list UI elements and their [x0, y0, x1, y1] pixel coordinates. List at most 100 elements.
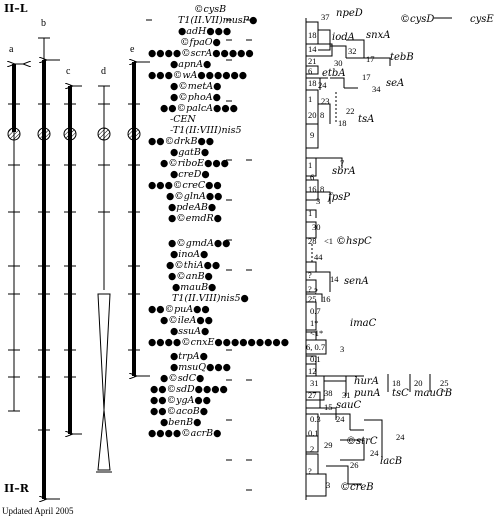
distance-label: 8: [320, 184, 325, 194]
gene-label: ©cysB: [194, 4, 227, 15]
distance-label: 8: [320, 110, 325, 120]
distance-label: 37: [321, 12, 330, 22]
distance-label: 15: [324, 402, 333, 412]
gene-label: ●©riboE●●●: [160, 158, 229, 169]
distance-label: 0.3: [310, 414, 321, 424]
column-label-d: d: [101, 66, 106, 77]
right-gene-label: punA: [354, 388, 381, 399]
gene-label: ●©metA●: [170, 81, 222, 92]
distance-label: 0.1: [308, 428, 319, 438]
distance-label: 38: [324, 388, 333, 398]
gene-label: ●●●●©cnxE●●●●●●●●●: [148, 337, 289, 348]
distance-label: 34: [372, 84, 381, 94]
distance-label: 20: [414, 378, 423, 388]
distance-label: 20: [308, 110, 317, 120]
top-arm-label: II–L: [4, 2, 28, 15]
column-label-a: a: [9, 44, 14, 55]
gene-label: ●msuQ●●●: [170, 362, 231, 373]
distance-label: 18: [338, 118, 347, 128]
distance-label: 16: [308, 184, 317, 194]
distance-label: 44: [314, 252, 323, 262]
distance-label: 24: [370, 448, 379, 458]
distance-label: 0.1: [310, 354, 321, 364]
column-label-e: e: [130, 44, 135, 55]
distance-label: <1*: [310, 328, 324, 338]
distance-label: <1: [324, 236, 334, 246]
chromosome-e: [127, 61, 146, 377]
distance-label: 7: [340, 158, 345, 168]
distance-label: 21: [308, 56, 317, 66]
gene-label: ●©glnA●●: [166, 191, 223, 202]
gene-label: ●●©puA●●: [148, 304, 210, 315]
distance-label: 24: [336, 414, 345, 424]
distance-label: 16: [322, 294, 331, 304]
chromosome-c: [63, 85, 80, 435]
distance-label: 22: [346, 106, 355, 116]
distance-label: 17: [366, 54, 375, 64]
right-gene-label: ©cysD: [400, 14, 435, 25]
right-gene-label: tsA: [358, 114, 375, 125]
distance-label: 29: [324, 440, 333, 450]
right-gene-label: ©strC: [346, 436, 378, 447]
bottom-arm-label: II–R: [4, 482, 29, 495]
distance-label: 1: [308, 208, 313, 218]
right-gene-label: senA: [344, 276, 369, 287]
distance-label: 2: [310, 444, 315, 454]
right-gene-label: iodA: [332, 32, 355, 43]
gene-label: ●benB●: [160, 417, 202, 428]
inversion-d: [97, 293, 111, 471]
distance-label: 25: [440, 378, 449, 388]
right-gene-label: imaC: [350, 318, 377, 329]
distance-label: 3: [340, 344, 345, 354]
gene-label: ●●●●©acrB●: [148, 428, 222, 439]
gene-label: ●©gmdA●●: [168, 238, 231, 249]
update-footer: Updated April 2005: [2, 506, 74, 516]
gene-label: ●©sdC●: [160, 373, 205, 384]
right-gene-label: lacB: [380, 456, 403, 467]
distance-label: ?: [314, 286, 318, 296]
distance-label: 18: [392, 378, 401, 388]
tick-marks: [8, 103, 140, 431]
right-gene-label: ©creB: [340, 482, 374, 493]
distance-label: 30: [334, 58, 343, 68]
distance-label: 9: [310, 130, 315, 140]
distance-label: ?: [308, 270, 312, 280]
gene-label: ●●●●©scrA●●●●●: [148, 48, 254, 59]
right-gene-label: mauC: [414, 388, 444, 399]
column-label-b: b: [41, 18, 46, 29]
distance-label: 1: [308, 94, 313, 104]
right-gene-label: seA: [386, 78, 405, 89]
linkage-map: [305, 17, 452, 500]
gene-label: T1(II.VIII)nis5●: [172, 293, 249, 304]
gene-label: ●creD●: [170, 169, 210, 180]
distance-label: 14: [308, 44, 317, 54]
gene-label: ●trpA●: [170, 351, 208, 362]
gene-label: ●●©acoB●: [150, 406, 209, 417]
distance-label: 27: [308, 390, 317, 400]
centromere-d: [97, 127, 111, 141]
right-gene-label: tsC: [392, 388, 409, 399]
gene-label: ●gatB●: [170, 147, 210, 158]
gene-label: ●©ileA●●: [160, 315, 213, 326]
distance-label: 18: [308, 78, 317, 88]
right-gene-label: npeD: [336, 8, 363, 19]
centromere-b: [37, 127, 51, 141]
right-gene-label: sbrA: [332, 166, 356, 177]
gene-label: ●©thiA●●: [166, 260, 221, 271]
distance-label: 17: [362, 72, 371, 82]
gene-label: ●©emdR●: [168, 213, 222, 224]
gene-label: ●pdeAB●: [168, 202, 217, 213]
distance-label: 24: [396, 432, 405, 442]
gene-label: ●●©drkB●●: [148, 136, 215, 147]
distance-label: 12: [308, 366, 317, 376]
distance-label: 14: [330, 274, 339, 284]
distance-label: 0.7: [310, 306, 321, 316]
gene-label: -CEN: [170, 114, 196, 125]
right-gene-label: snxA: [366, 30, 391, 41]
dash-markers: [146, 19, 252, 491]
distance-label: 25: [308, 294, 317, 304]
gene-label: -T1(II:VIII)nis5: [170, 125, 242, 136]
right-gene-label: cysE: [470, 14, 494, 25]
gene-label: ●adH●●●: [178, 26, 232, 37]
gene-label: ●●©palcA●●●: [160, 103, 238, 114]
